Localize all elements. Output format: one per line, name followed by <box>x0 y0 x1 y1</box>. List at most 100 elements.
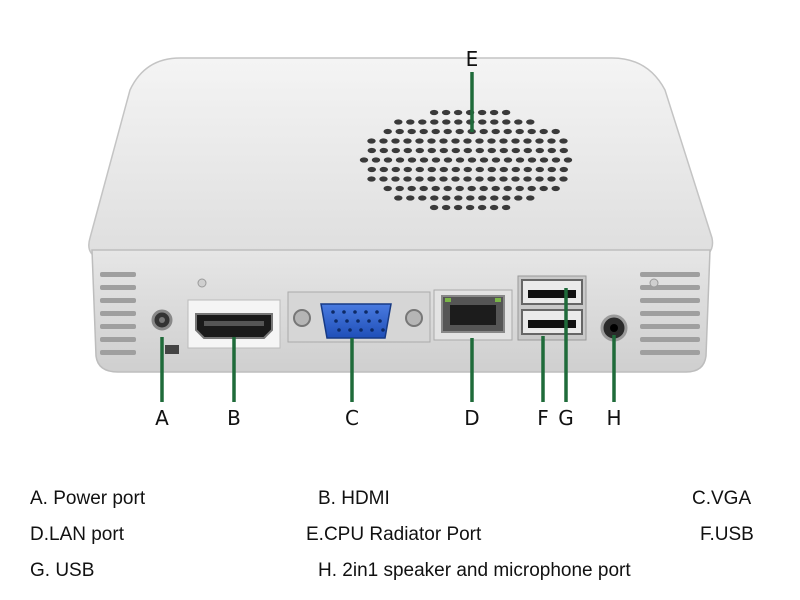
vent-hole <box>451 176 460 182</box>
vent-hole <box>475 147 484 154</box>
vent-hole <box>499 138 508 144</box>
vent-hole <box>427 166 436 173</box>
vent-hole <box>407 185 416 192</box>
vent-slit <box>640 311 700 316</box>
vent-hole <box>563 157 573 163</box>
vent-hole <box>539 157 549 163</box>
lan-port-inner <box>450 305 496 325</box>
vent-slit <box>640 350 700 355</box>
vent-hole <box>465 204 475 211</box>
legend-usb-f: F.USB <box>700 524 754 545</box>
vga-pin <box>345 319 349 323</box>
vent-hole <box>427 147 436 154</box>
callout-label-e: E <box>466 47 479 71</box>
vent-hole <box>503 128 512 135</box>
vent-hole <box>499 166 508 173</box>
vent-hole <box>429 204 439 211</box>
vent-hole <box>527 185 536 192</box>
vent-hole <box>547 138 556 144</box>
vent-hole <box>479 157 489 163</box>
vent-hole <box>443 157 453 163</box>
usb-port-bottom-tongue <box>528 320 576 328</box>
vent-hole <box>395 128 404 135</box>
vent-hole <box>403 176 412 182</box>
vent-hole <box>415 166 424 173</box>
vent-hole <box>367 147 376 154</box>
vent-hole <box>391 138 400 144</box>
vent-hole <box>478 195 487 201</box>
vent-hole <box>523 147 532 154</box>
vent-hole <box>455 185 464 192</box>
vga-pins <box>331 310 385 332</box>
vent-hole <box>394 195 403 201</box>
vent-hole <box>367 138 376 144</box>
vent-hole <box>514 119 523 125</box>
vent-hole <box>487 147 496 154</box>
vent-hole <box>490 119 499 125</box>
vent-hole <box>499 176 508 182</box>
legend-audio-port: H. 2in1 speaker and microphone port <box>318 560 631 581</box>
vent-hole <box>491 185 500 192</box>
vga-pin <box>381 328 385 332</box>
vent-hole <box>415 147 424 154</box>
vga-pin <box>370 328 374 332</box>
callout-label-g: G <box>558 406 574 430</box>
vent-hole <box>511 176 520 182</box>
vent-hole <box>403 166 412 173</box>
vent-hole <box>467 185 476 192</box>
legend-power-port: A. Power port <box>30 488 146 509</box>
vent-hole <box>418 119 427 125</box>
vent-hole <box>443 185 452 192</box>
vent-hole <box>477 109 487 116</box>
vent-hole <box>526 195 535 201</box>
hdmi-port-inner <box>204 321 264 326</box>
vent-hole <box>535 138 544 144</box>
vent-hole <box>379 138 388 144</box>
vent-slit <box>100 337 136 342</box>
vent-hole <box>539 185 548 192</box>
vent-hole <box>451 166 460 173</box>
vent-slit <box>100 272 136 277</box>
vent-hole <box>501 204 511 211</box>
vent-hole <box>502 119 511 125</box>
vent-hole <box>455 157 465 163</box>
vent-hole <box>439 176 448 182</box>
vent-hole <box>515 185 524 192</box>
vent-hole <box>403 138 412 144</box>
front-vent-slits <box>100 272 700 355</box>
vent-hole <box>406 195 415 201</box>
vent-hole <box>407 128 416 135</box>
vent-hole <box>463 176 472 182</box>
vent-hole <box>490 195 499 201</box>
vent-hole <box>489 109 499 116</box>
vent-hole <box>419 185 428 192</box>
vent-slit <box>640 337 700 342</box>
vent-hole <box>391 176 400 182</box>
vent-hole <box>487 166 496 173</box>
vent-hole <box>431 128 440 135</box>
vent-hole <box>359 157 369 163</box>
vga-pin <box>337 328 341 332</box>
vent-hole <box>463 138 472 144</box>
vent-hole <box>406 119 415 125</box>
vent-slit <box>100 298 136 303</box>
vent-hole <box>431 157 441 163</box>
vga-pin <box>353 310 357 314</box>
vent-hole <box>439 138 448 144</box>
vga-pin <box>367 319 371 323</box>
vent-hole <box>439 166 448 173</box>
callout-label-b: B <box>227 406 241 430</box>
vent-hole <box>453 109 463 116</box>
vent-slit <box>100 324 136 329</box>
vent-hole <box>559 176 568 182</box>
vga-screw-right <box>405 309 423 327</box>
vent-hole <box>379 176 388 182</box>
vent-slit <box>640 285 700 290</box>
vent-hole <box>391 147 400 154</box>
vent-hole <box>551 157 561 163</box>
vent-hole <box>431 185 440 192</box>
vent-hole <box>419 157 429 163</box>
vent-hole <box>523 138 532 144</box>
vent-hole <box>442 119 451 125</box>
vent-hole <box>467 157 477 163</box>
